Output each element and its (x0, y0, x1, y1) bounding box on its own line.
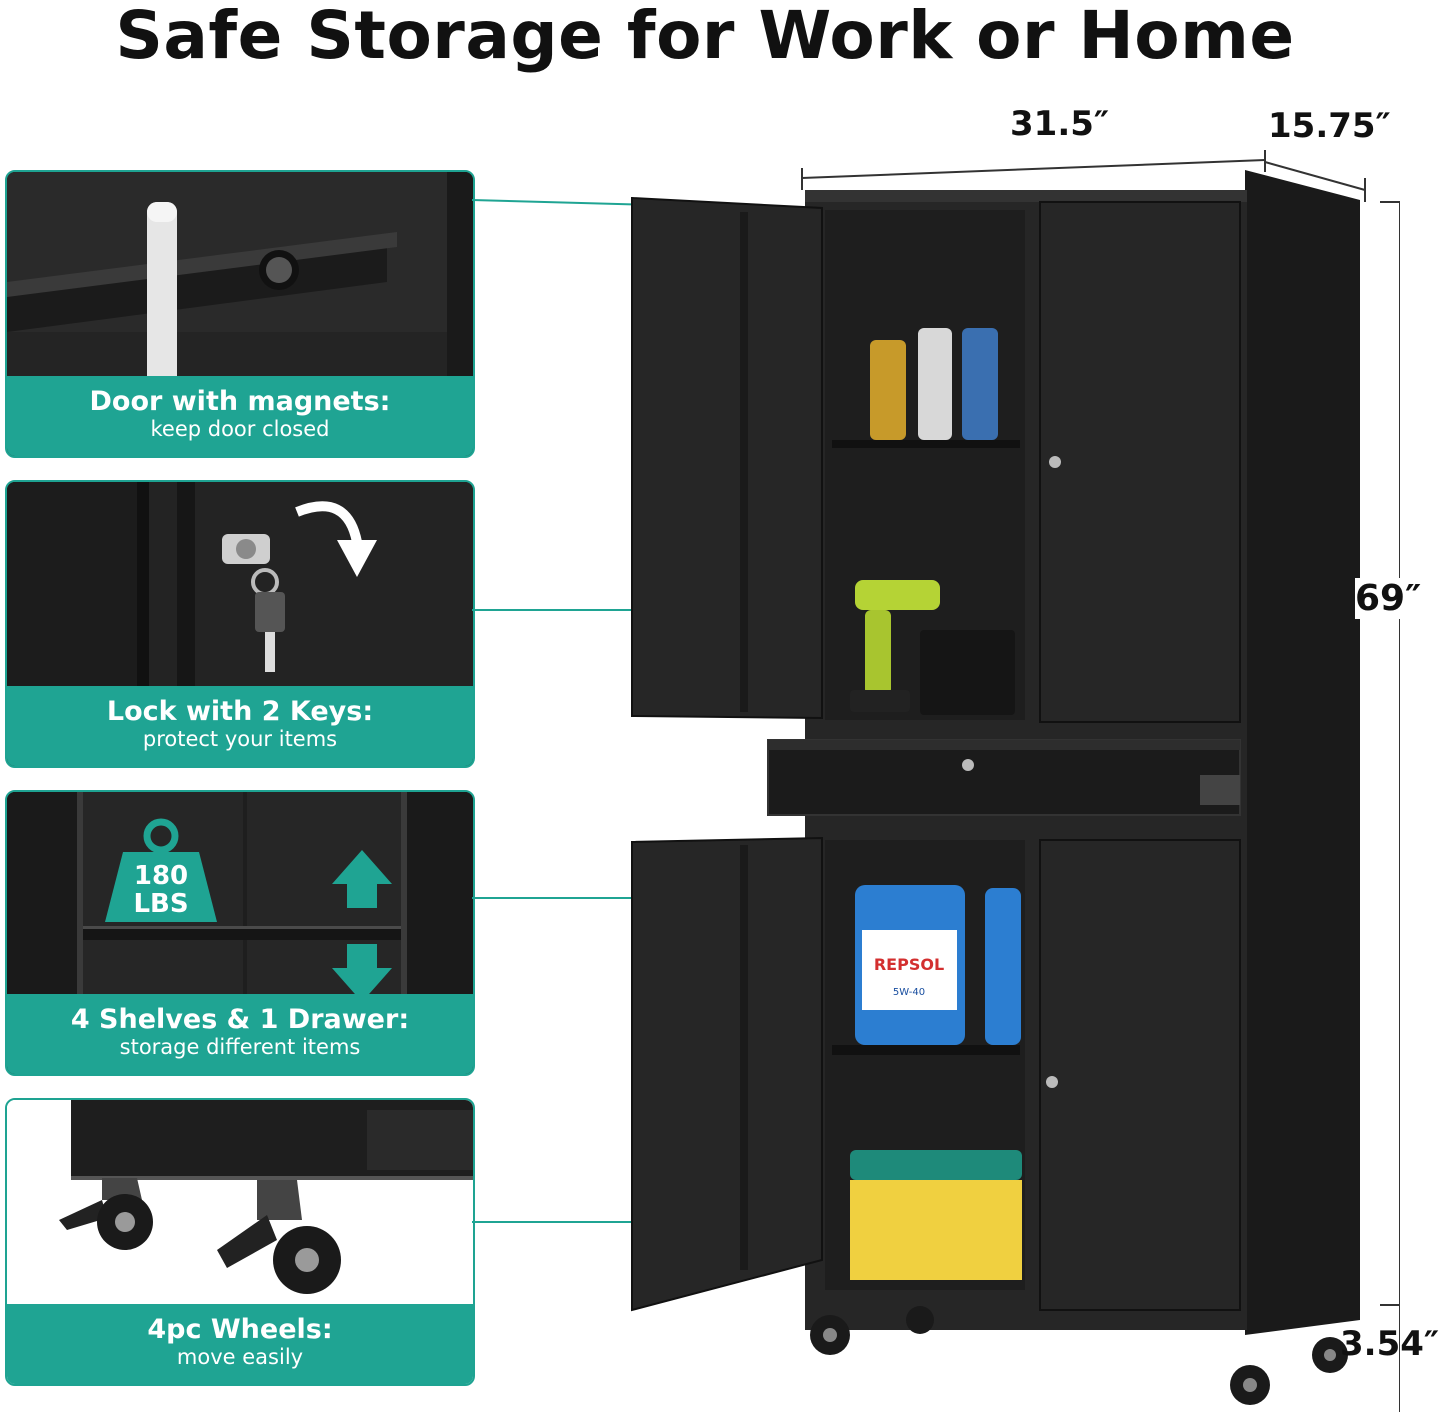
wheel-height-dimension: 3.54″ (1340, 1324, 1440, 1364)
caption-title: 4pc Wheels: (147, 1314, 333, 1345)
caption-lock: Lock with 2 Keys: protect your items (7, 686, 473, 766)
caption-subtitle: storage different items (119, 1035, 361, 1059)
feature-panel-magnets: Door with magnets: keep door closed (5, 170, 475, 458)
magnet-door-photo (7, 172, 473, 376)
weight-badge-unit: LBS (133, 889, 189, 919)
caption-shelves: 4 Shelves & 1 Drawer: storage different … (7, 994, 473, 1074)
width-dimension: 31.5″ (1010, 104, 1110, 144)
feature-panel-wheels: 4pc Wheels: move easily (5, 1098, 475, 1386)
depth-dimension: 15.75″ (1268, 106, 1391, 146)
feature-panel-shelves: 180 LBS 4 Shelves & 1 Drawer: storage di… (5, 790, 475, 1076)
cabinet-illustration: REPSOL 5W-40 (631, 150, 1400, 1412)
caption-subtitle: move easily (176, 1345, 304, 1369)
caption-title: 4 Shelves & 1 Drawer: (70, 1004, 410, 1035)
page-title: Safe Storage for Work or Home (115, 0, 1295, 74)
weight-badge-value: 180 (133, 861, 189, 891)
caption-title: Lock with 2 Keys: (106, 696, 374, 727)
shelves-photo: 180 LBS (7, 792, 473, 994)
caption-title: Door with magnets: (89, 386, 391, 417)
caption-subtitle: keep door closed (150, 417, 330, 441)
caption-subtitle: protect your items (142, 727, 338, 751)
lock-keys-photo (7, 482, 473, 686)
oil-brand-label: REPSOL (874, 955, 944, 974)
caption-wheels: 4pc Wheels: move easily (7, 1304, 473, 1384)
caption-magnets: Door with magnets: keep door closed (7, 376, 473, 456)
oil-grade-label: 5W-40 (893, 987, 925, 998)
feature-panel-lock: Lock with 2 Keys: protect your items (5, 480, 475, 768)
height-dimension: 69″ (1355, 578, 1422, 619)
wheels-photo (7, 1100, 473, 1304)
